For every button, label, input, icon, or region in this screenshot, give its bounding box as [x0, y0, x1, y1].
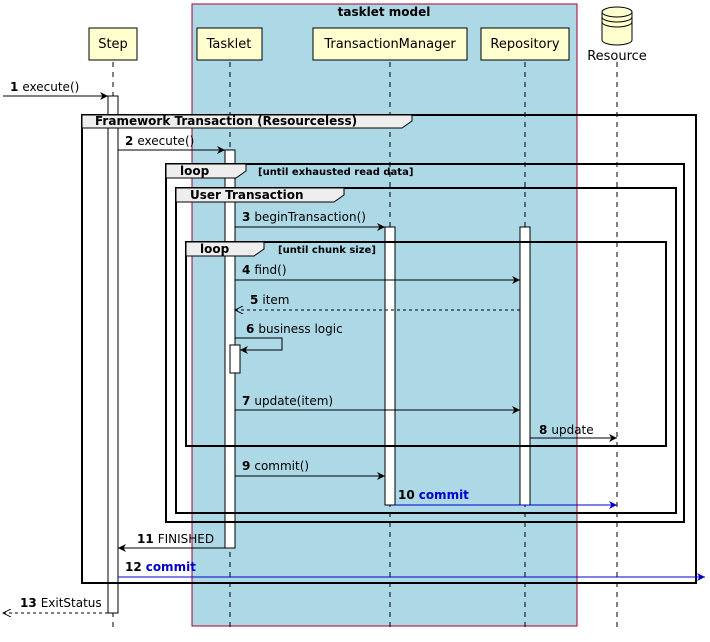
participant-resource: Resource	[587, 6, 647, 64]
activation-repository	[519, 226, 531, 506]
participant-step: Step	[88, 27, 138, 61]
frame-inner-loop-label: loop	[200, 242, 230, 256]
frame-user-label: User Transaction	[190, 188, 304, 202]
frame-outer-loop-label: loop	[180, 164, 210, 178]
participant-tasklet: Tasklet	[196, 27, 263, 61]
frame-inner-loop-condition: [until chunk size]	[278, 245, 376, 256]
participant-transaction-manager: TransactionManager	[312, 27, 468, 61]
participant-resource-label: Resource	[587, 49, 647, 64]
participant-repository: Repository	[480, 27, 570, 61]
participant-transaction-manager-label: TransactionManager	[323, 37, 456, 52]
activation-step	[107, 95, 119, 614]
activation-transaction-manager	[384, 226, 396, 506]
frame-inner-loop: loop [until chunk size]	[185, 241, 667, 447]
frame-outer-loop: loop [until exhausted read data]	[165, 163, 685, 523]
frame-outer-loop-condition: [until exhausted read data]	[258, 167, 413, 178]
participant-step-label: Step	[98, 37, 128, 52]
tasklet-model-title: tasklet model	[338, 5, 431, 19]
activation-tasklet-nested	[229, 344, 241, 374]
participant-repository-label: Repository	[490, 37, 559, 52]
frame-framework-label: Framework Transaction (Resourceless)	[95, 114, 357, 128]
participant-tasklet-label: Tasklet	[206, 37, 252, 52]
activation-bars	[107, 95, 531, 614]
frame-user-transaction: User Transaction	[175, 187, 677, 514]
frame-framework-transaction: Framework Transaction (Resourceless)	[81, 114, 697, 584]
